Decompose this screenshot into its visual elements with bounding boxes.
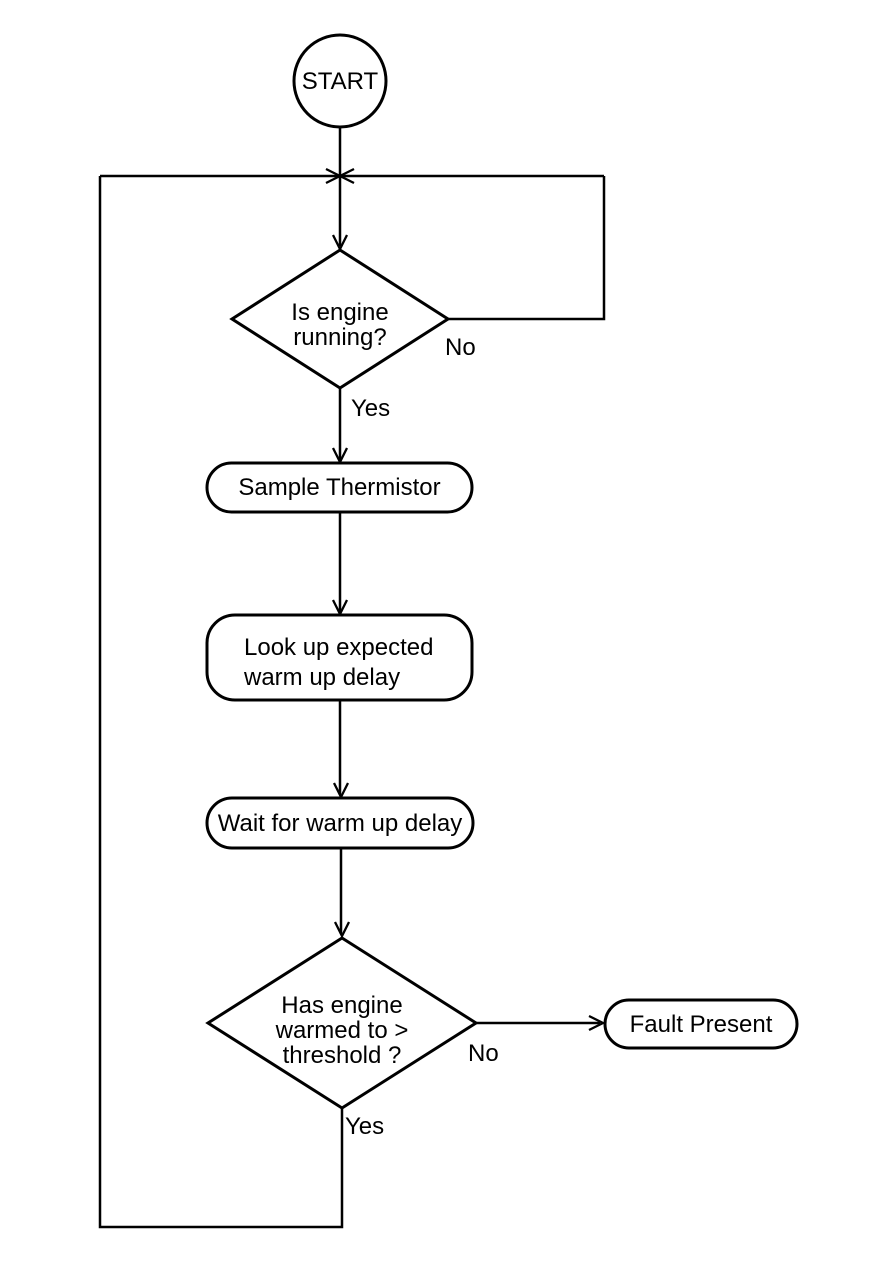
- lookup-delay-label: Look up expected warm up delay: [207, 615, 472, 700]
- decision2-label-line3: threshold ?: [282, 1041, 402, 1069]
- arrowhead-into-fault-present: [588, 1014, 606, 1032]
- sample-thermistor-shape: [205, 461, 474, 514]
- decision2-diamond-shape: [205, 936, 479, 1110]
- decision1-label: Is engine running?: [232, 250, 448, 388]
- edge-label-warmed-yes: Yes: [345, 1113, 385, 1140]
- decision2-label: Has engine warmed to > threshold ?: [208, 938, 476, 1108]
- decision1-label-line1: Is engine: [291, 299, 389, 326]
- edge-label-warmed-no: No: [468, 1040, 499, 1067]
- start-node-label: START: [301, 67, 379, 95]
- edge-decision1-no-loop: [448, 176, 606, 321]
- sample-thermistor-label: Sample Thermistor: [238, 474, 441, 501]
- decision2-label-line1: Has engine: [281, 991, 403, 1019]
- edge-label-engine-running-no: No: [445, 334, 476, 361]
- decision1-label-line2: running?: [293, 324, 387, 351]
- wait-delay-shape: [205, 796, 475, 850]
- edge-decision2-yes-loop: [98, 176, 344, 1229]
- start-node-shape: [292, 33, 388, 129]
- wait-delay-label: Wait for warm up delay: [217, 809, 463, 837]
- fault-present-label: Fault Present: [629, 1010, 773, 1038]
- arrowhead-into-decision2: [333, 921, 351, 939]
- edge-label-engine-running-yes: Yes: [351, 395, 391, 422]
- arrowhead-junction-right: [337, 167, 355, 185]
- lookup-delay-shape: [205, 613, 474, 702]
- lookup-delay-label-line1: Look up expected: [244, 633, 434, 661]
- fault-present-shape: [603, 998, 799, 1050]
- decision2-label-line2: warmed to >: [275, 1016, 409, 1044]
- decision1-diamond-shape: [229, 248, 451, 390]
- lookup-delay-label-line2: warm up delay: [244, 663, 401, 691]
